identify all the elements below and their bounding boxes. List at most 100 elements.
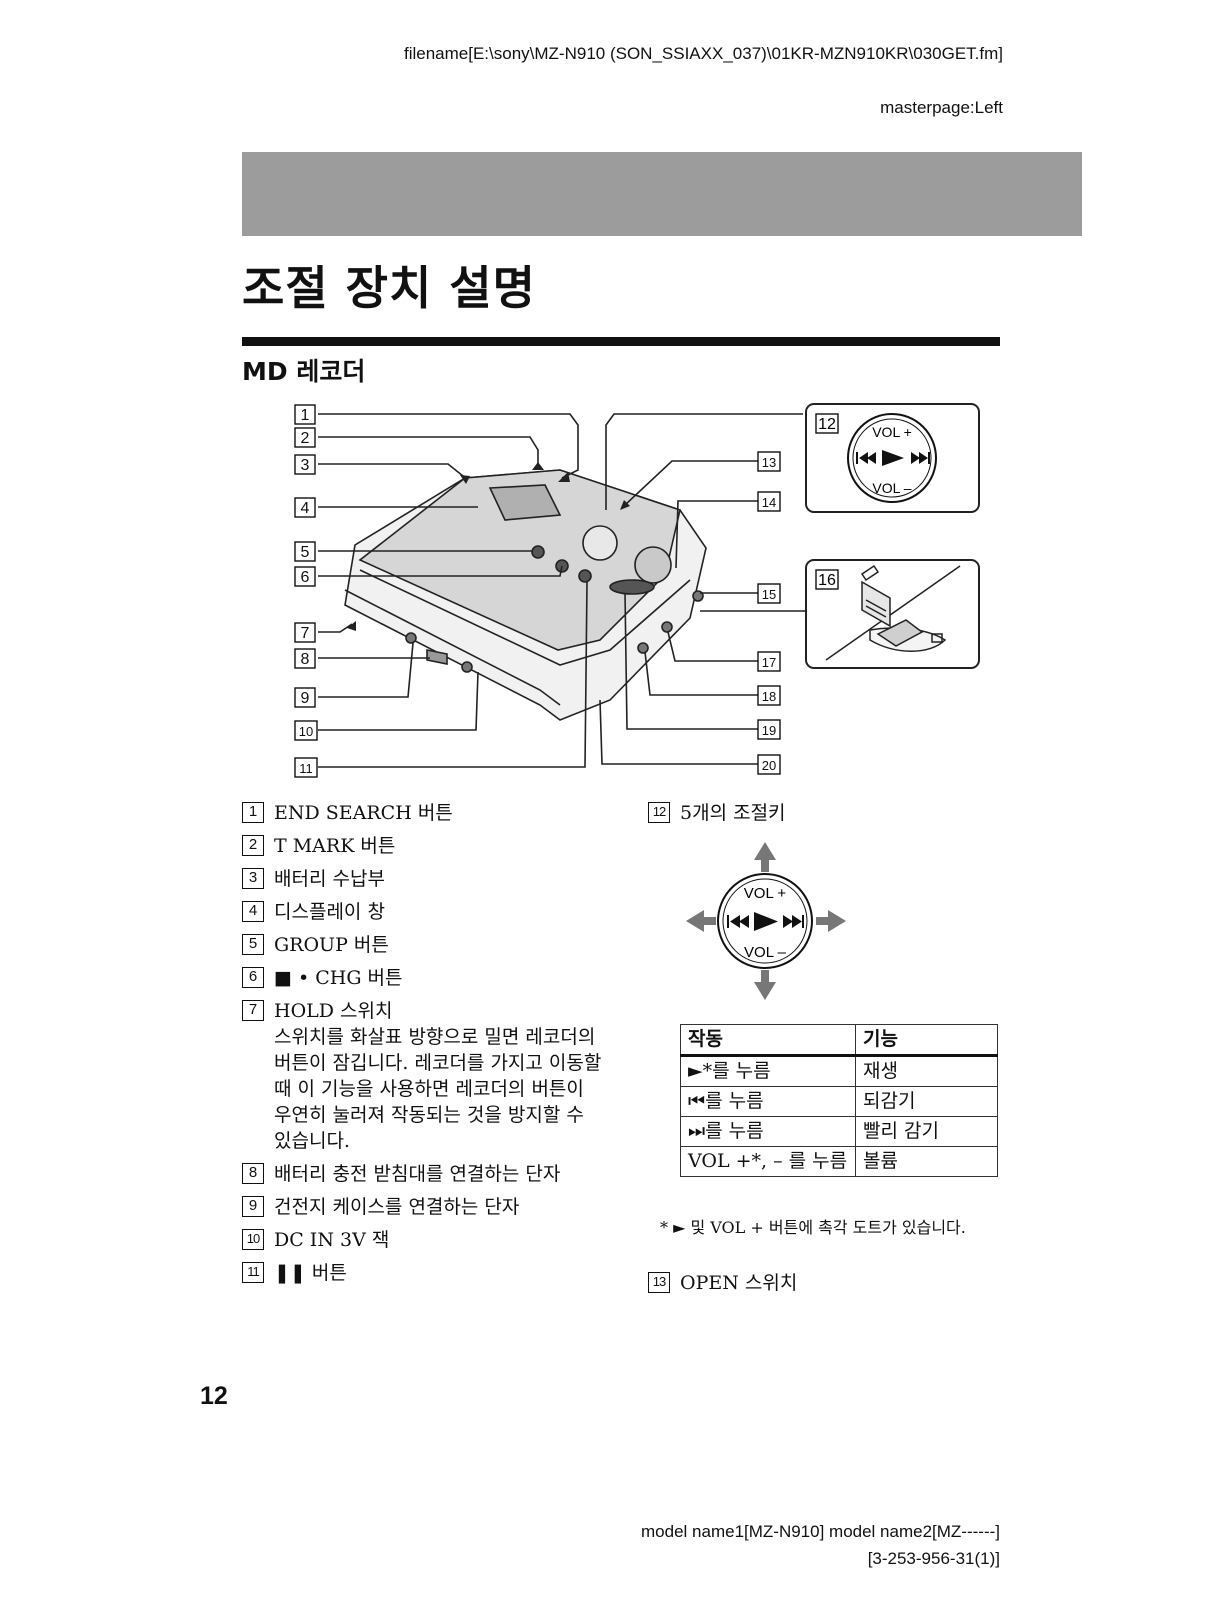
callout-5: 5 bbox=[294, 541, 316, 562]
item-number-box: 11 bbox=[242, 1262, 264, 1283]
inset-12-panel: 12 VOL + VOL – bbox=[805, 403, 980, 513]
open-switch-shape bbox=[582, 525, 618, 561]
inset-16-panel: 16 bbox=[805, 559, 980, 669]
item-number-box: 2 bbox=[242, 835, 264, 856]
chapter-band bbox=[242, 152, 1082, 236]
vol-plus-label: VOL + bbox=[744, 885, 787, 902]
callout-10: 10 bbox=[294, 720, 318, 741]
footer-model-names: model name1[MZ-N910] model name2[MZ-----… bbox=[641, 1522, 1000, 1541]
callout-11: 11 bbox=[294, 757, 318, 778]
table-header-row: 작동 기능 bbox=[680, 1024, 998, 1057]
svg-text:VOL –: VOL – bbox=[872, 480, 911, 496]
svg-text:7: 7 bbox=[301, 625, 310, 642]
item-number-box: 6 bbox=[242, 967, 264, 988]
item-number-box: 9 bbox=[242, 1196, 264, 1217]
table-header-function: 기능 bbox=[855, 1024, 998, 1057]
svg-text:4: 4 bbox=[301, 500, 310, 517]
callout-1: 1 bbox=[294, 404, 316, 425]
callout-15: 15 bbox=[757, 583, 781, 604]
list-item: 6■ • CHG 버튼 bbox=[242, 965, 602, 991]
item-number-box: 3 bbox=[242, 868, 264, 889]
callout-8: 8 bbox=[294, 648, 316, 669]
svg-text:11: 11 bbox=[299, 761, 313, 776]
callout-18: 18 bbox=[757, 685, 781, 706]
item-number-box: 1 bbox=[242, 802, 264, 823]
svg-text:15: 15 bbox=[762, 587, 776, 602]
callout-9: 9 bbox=[294, 687, 316, 708]
svg-text:1: 1 bbox=[301, 407, 310, 424]
callout-14: 14 bbox=[757, 491, 781, 512]
list-item: 11❚❚ 버튼 bbox=[242, 1260, 602, 1286]
arrow-down-icon bbox=[754, 970, 776, 1000]
hold-switch-shape bbox=[426, 649, 448, 665]
arrow-up-icon bbox=[754, 842, 776, 872]
svg-text:13: 13 bbox=[762, 455, 776, 470]
svg-text:16: 16 bbox=[818, 572, 836, 589]
callout-3: 3 bbox=[294, 454, 316, 475]
vol-minus-label: VOL – bbox=[744, 944, 787, 961]
item-number-box: 4 bbox=[242, 901, 264, 922]
svg-text:3: 3 bbox=[301, 457, 310, 474]
item-number-box: 7 bbox=[242, 1000, 264, 1021]
arrow-right-icon bbox=[816, 910, 846, 932]
svg-text:17: 17 bbox=[762, 655, 776, 670]
svg-text:9: 9 bbox=[301, 690, 310, 707]
item-number-box: 5 bbox=[242, 934, 264, 955]
recorder-diagram: 1 2 3 4 5 6 7 8 9 10 11 13 14 15 17 18 1… bbox=[294, 403, 980, 778]
item-number-box: 12 bbox=[648, 802, 670, 823]
callout-17: 17 bbox=[757, 651, 781, 672]
header-masterpage: masterpage:Left bbox=[880, 98, 1003, 117]
table-header-operation: 작동 bbox=[680, 1024, 856, 1057]
callout-2: 2 bbox=[294, 427, 316, 448]
svg-text:2: 2 bbox=[301, 430, 310, 447]
page-number: 12 bbox=[200, 1382, 228, 1410]
callout-19: 19 bbox=[757, 719, 781, 740]
arrow-left-icon bbox=[686, 910, 716, 932]
hold-description: 스위치를 화살표 방향으로 밀면 레코더의 버튼이 잠깁니다. 레코더를 가지고… bbox=[274, 1026, 602, 1152]
transport-icons-inset bbox=[856, 450, 930, 466]
callout-20: 20 bbox=[757, 754, 781, 775]
callout-6: 6 bbox=[294, 566, 316, 587]
svg-text:6: 6 bbox=[301, 569, 310, 586]
header-filename: filename[E:\sony\MZ-N910 (SON_SSIAXX_037… bbox=[403, 44, 1003, 63]
item-number-box: 10 bbox=[242, 1229, 264, 1250]
item-number-box: 13 bbox=[648, 1272, 670, 1293]
display-window bbox=[488, 484, 562, 521]
footer-part-number: [3-253-956-31(1)] bbox=[867, 1549, 1000, 1568]
footnote: * ► 및 VOL + 버튼에 촉각 도트가 있습니다. bbox=[660, 1218, 966, 1237]
svg-text:20: 20 bbox=[762, 758, 776, 773]
svg-text:19: 19 bbox=[762, 723, 776, 738]
svg-text:VOL +: VOL + bbox=[872, 424, 912, 440]
section-title: 조절 장치 설명 bbox=[242, 261, 536, 315]
callout-13: 13 bbox=[757, 451, 781, 472]
control-wheel-shape bbox=[634, 546, 672, 584]
subsection-title: MD 레코더 bbox=[242, 357, 366, 386]
callout-4: 4 bbox=[294, 497, 316, 518]
callout-7: 7 bbox=[294, 622, 316, 643]
section-rule bbox=[242, 337, 1000, 346]
svg-text:5: 5 bbox=[301, 544, 310, 561]
svg-text:8: 8 bbox=[301, 651, 310, 668]
item-number-box: 8 bbox=[242, 1163, 264, 1184]
svg-text:14: 14 bbox=[762, 495, 776, 510]
svg-text:10: 10 bbox=[299, 724, 313, 739]
